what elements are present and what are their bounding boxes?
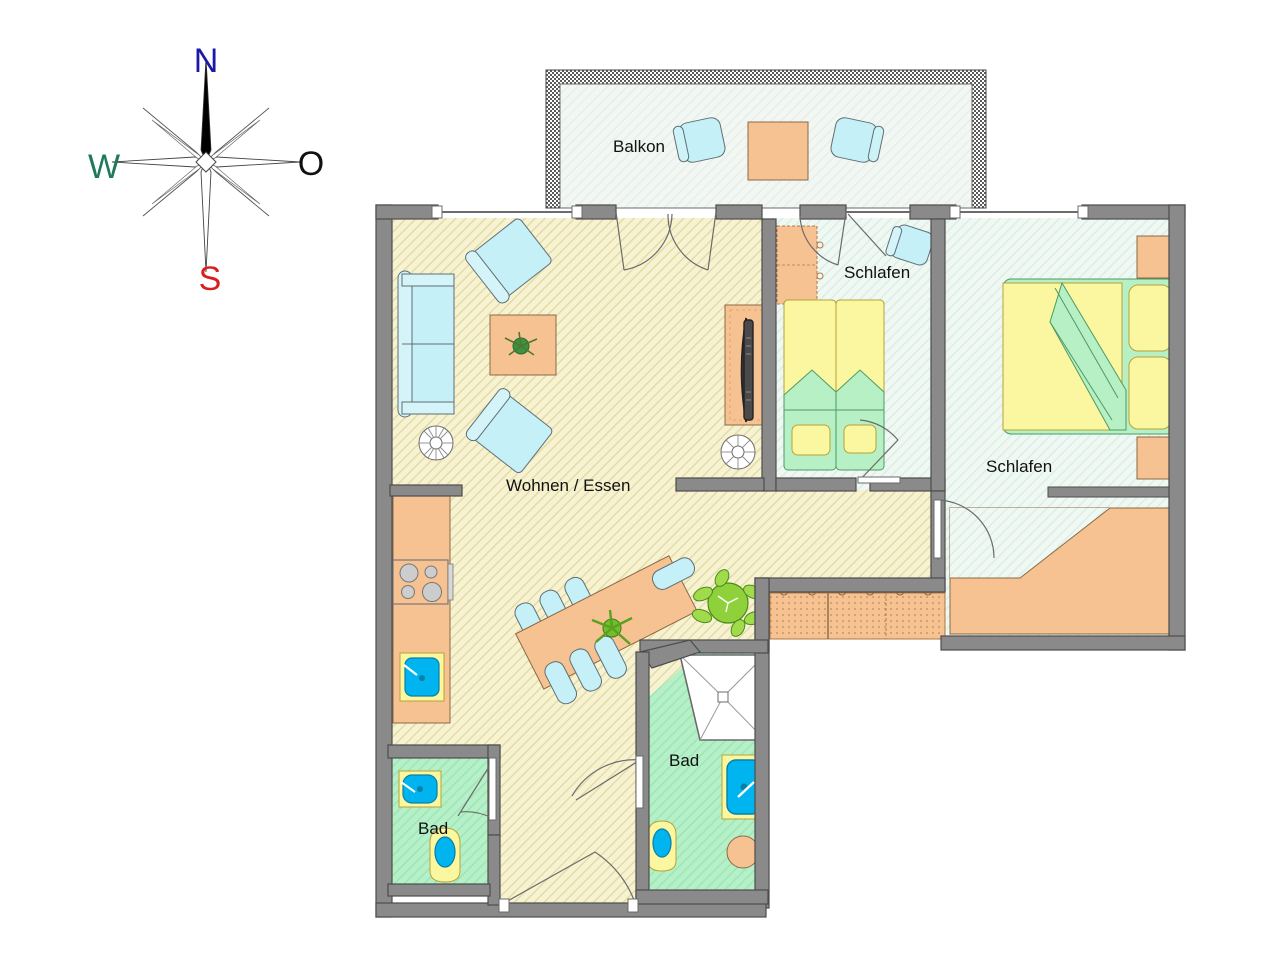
television-icon — [740, 317, 754, 423]
balcony-door-left — [615, 211, 717, 271]
plant-on-dining-table — [591, 609, 633, 645]
walls — [375, 204, 1186, 918]
compass-rose: N O S W — [88, 42, 324, 298]
plant-on-coffee-table — [504, 331, 538, 356]
door-bedroom-small — [857, 419, 901, 484]
living-room-furniture: Wohnen / Essen — [397, 218, 774, 495]
double-bed — [1002, 278, 1176, 435]
toilet-icon-small — [429, 827, 461, 883]
floor-lamp-left — [418, 425, 454, 461]
pillow-1 — [1128, 284, 1172, 352]
compass-label-east: O — [298, 145, 324, 183]
kitchen-sink-icon — [399, 652, 445, 702]
balcony-chair-left — [672, 117, 726, 163]
sofa — [397, 270, 455, 418]
dining-chair-end — [651, 557, 696, 590]
room-label-bad-gross: Bad — [669, 751, 699, 770]
pillow-2 — [1128, 356, 1172, 430]
balcony-door-right — [799, 211, 887, 266]
bath-large: Bad — [647, 654, 767, 872]
compass-star-icon — [111, 57, 301, 273]
balcony-table — [747, 121, 809, 181]
twin-bed-2 — [835, 299, 885, 471]
entrance-door — [498, 851, 639, 913]
door-bath-small — [457, 757, 497, 821]
bedroom-shelf — [1047, 486, 1186, 498]
washbasin-icon-small — [398, 770, 442, 808]
twin-bed-1 — [783, 299, 837, 471]
kitchen-unit — [389, 484, 463, 724]
dining-chair-4 — [544, 661, 578, 705]
balcony-chair-right — [830, 117, 885, 163]
room-label-schlafen-gross: Schlafen — [986, 457, 1052, 476]
toilet-icon-large — [647, 820, 677, 872]
room-label-wohnen-essen: Wohnen / Essen — [506, 476, 630, 495]
window-bedroom-large-north — [949, 205, 1089, 219]
room-label-balkon: Balkon — [613, 137, 665, 156]
room-label-bad-klein: Bad — [418, 819, 448, 838]
compass-label-north: N — [194, 42, 219, 80]
dining-chair-5 — [569, 648, 602, 692]
bath-small: Bad — [398, 770, 461, 883]
armchair-top — [465, 218, 552, 304]
compass-label-west: W — [88, 148, 120, 186]
windows — [431, 205, 1089, 913]
wardrobe-hall — [769, 586, 946, 640]
door-bedroom-large — [933, 499, 995, 560]
floor-lamp-right — [720, 434, 756, 470]
room-balkon: Balkon — [545, 69, 987, 209]
bedroom-small: Schlafen — [776, 224, 934, 471]
window-living-north — [431, 205, 583, 219]
armchair-bedroom — [885, 224, 934, 266]
armchair-bottom — [465, 388, 553, 474]
room-label-schlafen-klein: Schlafen — [844, 263, 910, 282]
compass-label-south: S — [199, 260, 222, 298]
plant-floor-dining — [691, 569, 765, 637]
door-bath-large — [571, 755, 644, 809]
bathroom-stool — [726, 835, 760, 869]
cooktop-icon — [392, 559, 454, 605]
